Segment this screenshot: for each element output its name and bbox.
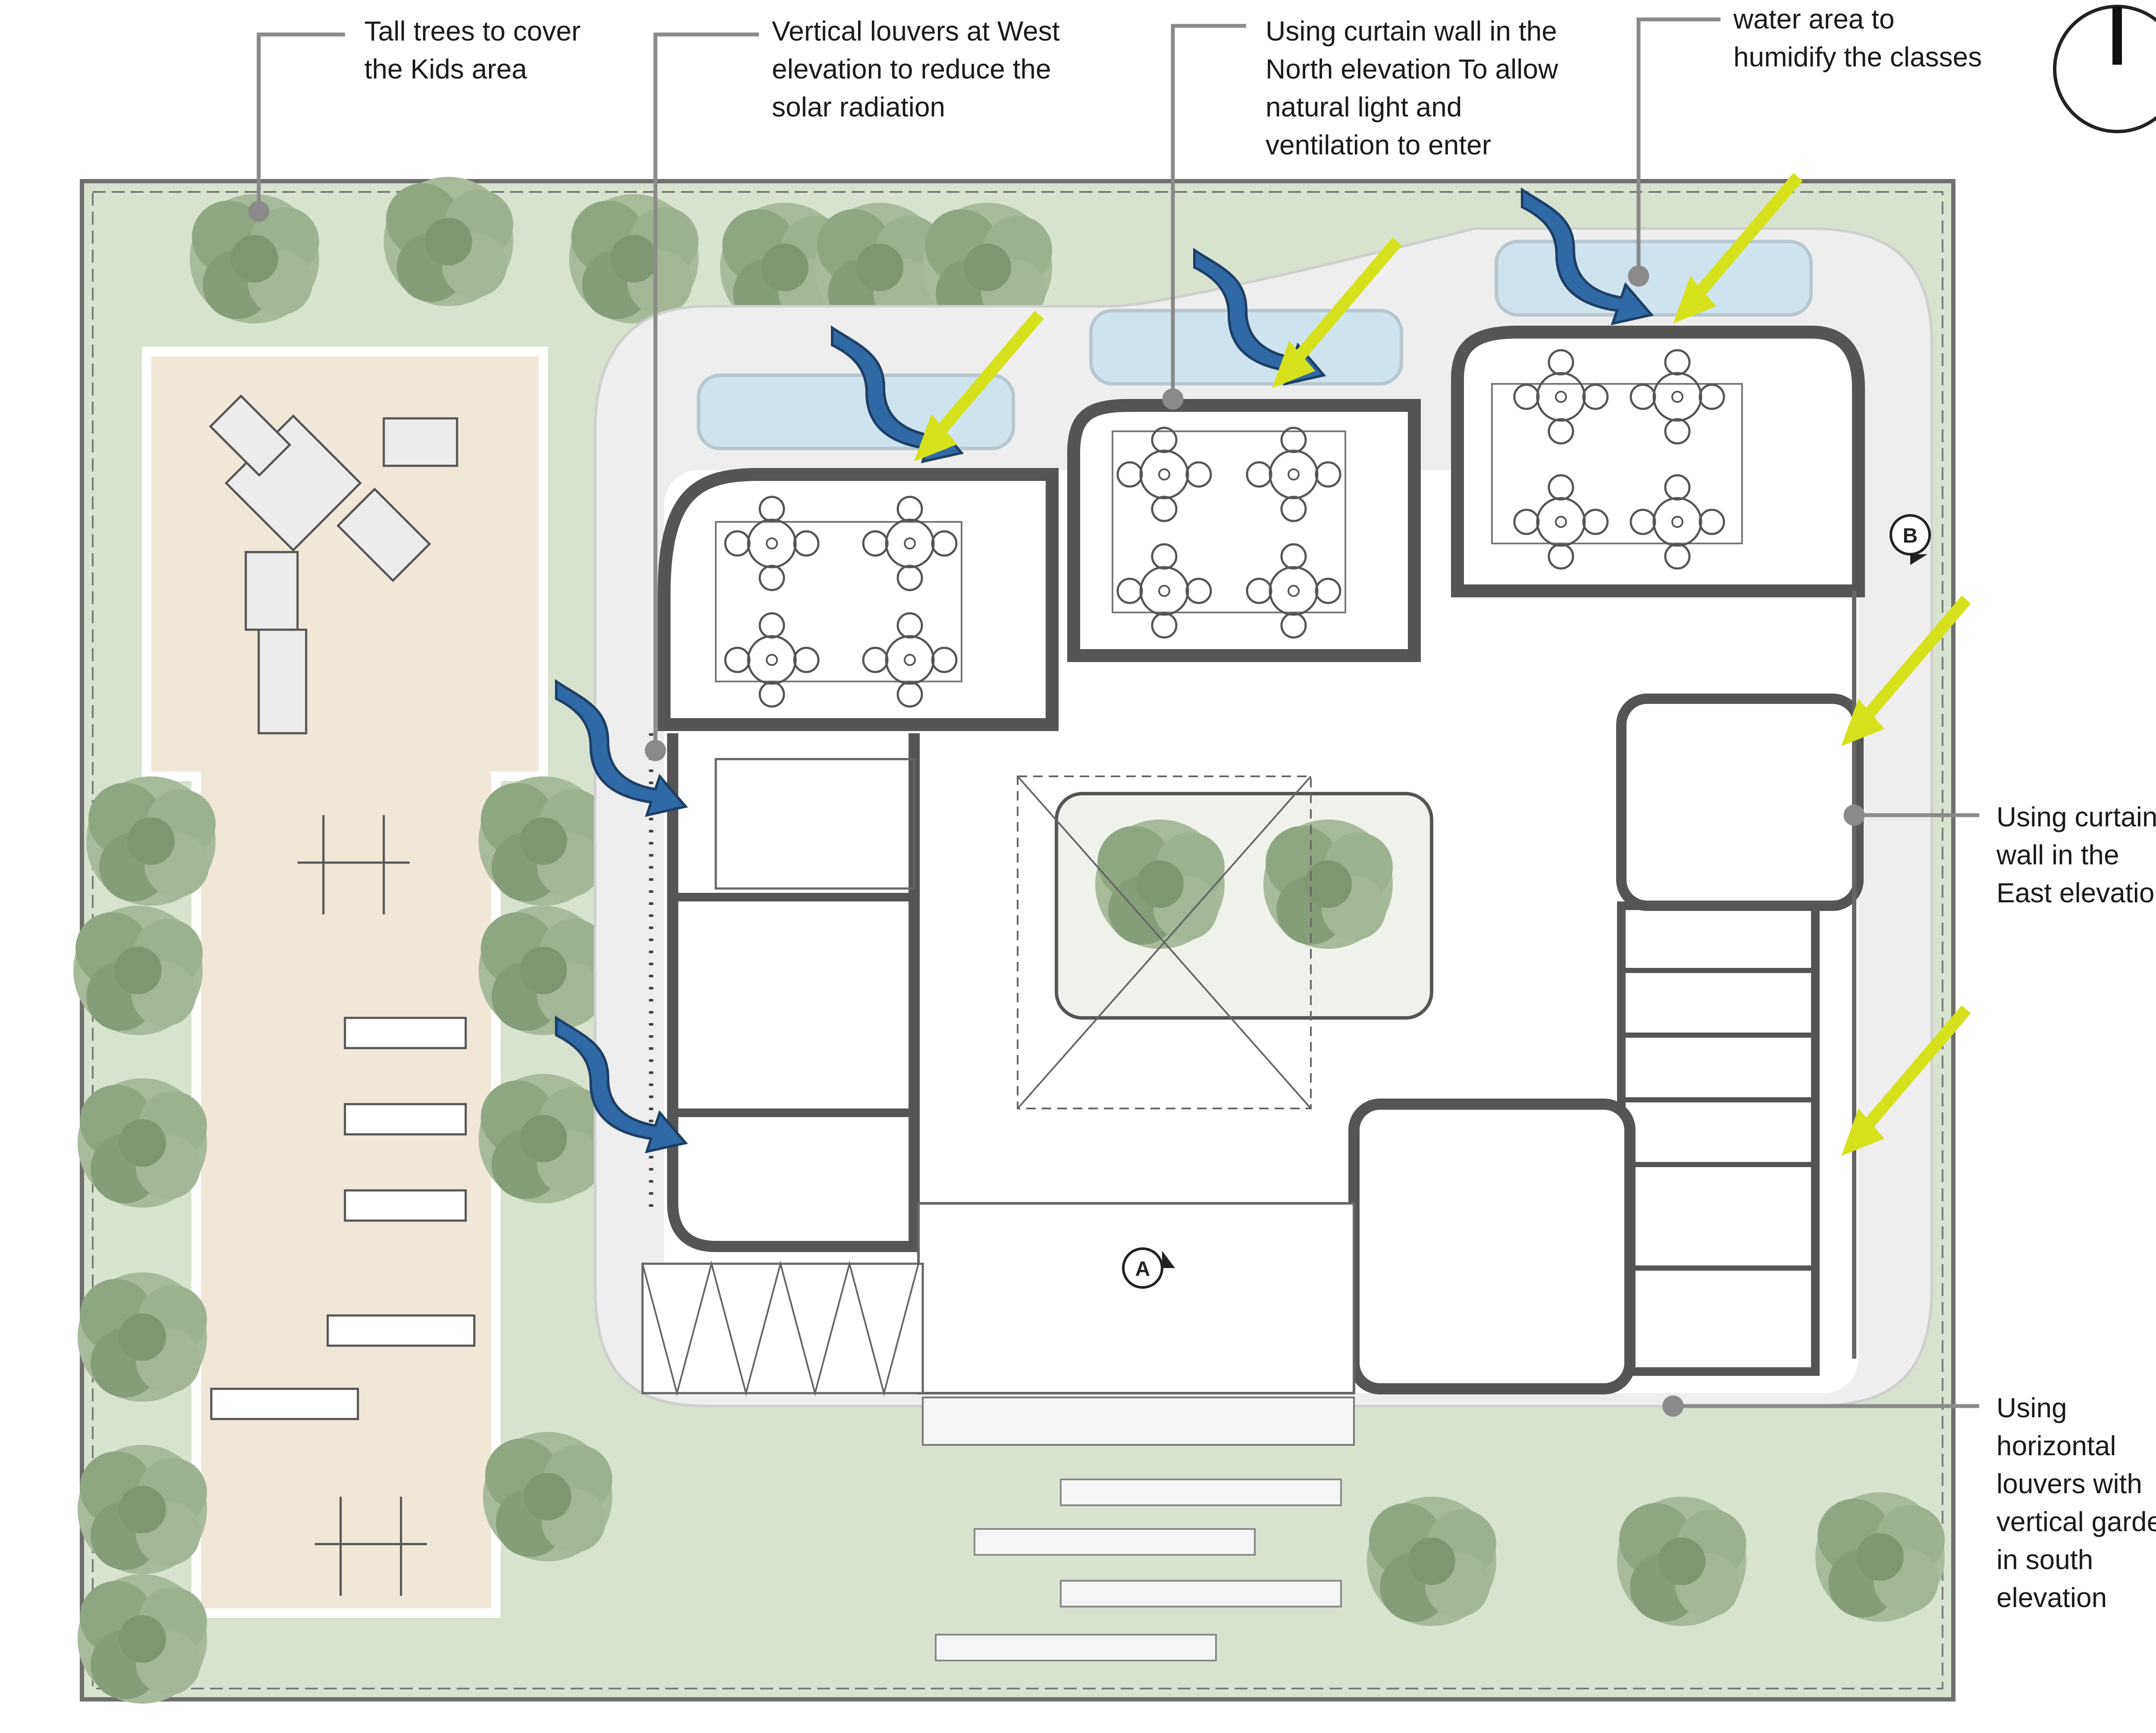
section-marker-a: A bbox=[1122, 1247, 1175, 1289]
water-area-1 bbox=[697, 374, 1015, 450]
step-2 bbox=[974, 1528, 1256, 1556]
annotation-west-louvers: Vertical louvers at West elevation to re… bbox=[772, 16, 1060, 122]
north-arrow-icon bbox=[2053, 5, 2156, 133]
play-structure bbox=[209, 394, 458, 735]
east-toilets bbox=[1617, 901, 1820, 1376]
nurse-room bbox=[1616, 694, 1864, 911]
section-label-a: A bbox=[1135, 1258, 1150, 1281]
annotation-south-louvers: Using horizontal louvers with vertical g… bbox=[1996, 1392, 2156, 1613]
water-area-3 bbox=[1495, 240, 1813, 317]
annotation-water-area: water area to humidify the classes bbox=[1733, 3, 1982, 72]
step-1 bbox=[1060, 1479, 1342, 1506]
section-label-b: B bbox=[1903, 524, 1918, 547]
entrance bbox=[917, 1202, 1355, 1394]
play-equipment bbox=[210, 815, 476, 1596]
annotation-trees-kids: Tall trees to cover the Kids area bbox=[364, 16, 581, 85]
classroom-1 bbox=[658, 468, 1059, 731]
classroom-2 bbox=[1067, 399, 1421, 662]
step-3 bbox=[1060, 1580, 1342, 1607]
annotation-north-curtain: Using curtain wall in the North elevatio… bbox=[1266, 16, 1558, 160]
section-marker-b: B bbox=[1890, 514, 1931, 565]
annotation-east-curtain: Using curtain wall in the East elevation bbox=[1996, 801, 2156, 908]
west-offices bbox=[667, 733, 920, 1252]
admin-office bbox=[1348, 1099, 1636, 1394]
kids-play-area bbox=[142, 347, 548, 1618]
classroom-3 bbox=[1451, 326, 1865, 597]
south-louvers-garden bbox=[641, 1262, 924, 1394]
step-4 bbox=[935, 1634, 1217, 1661]
callout-leaders bbox=[248, 17, 1979, 1417]
